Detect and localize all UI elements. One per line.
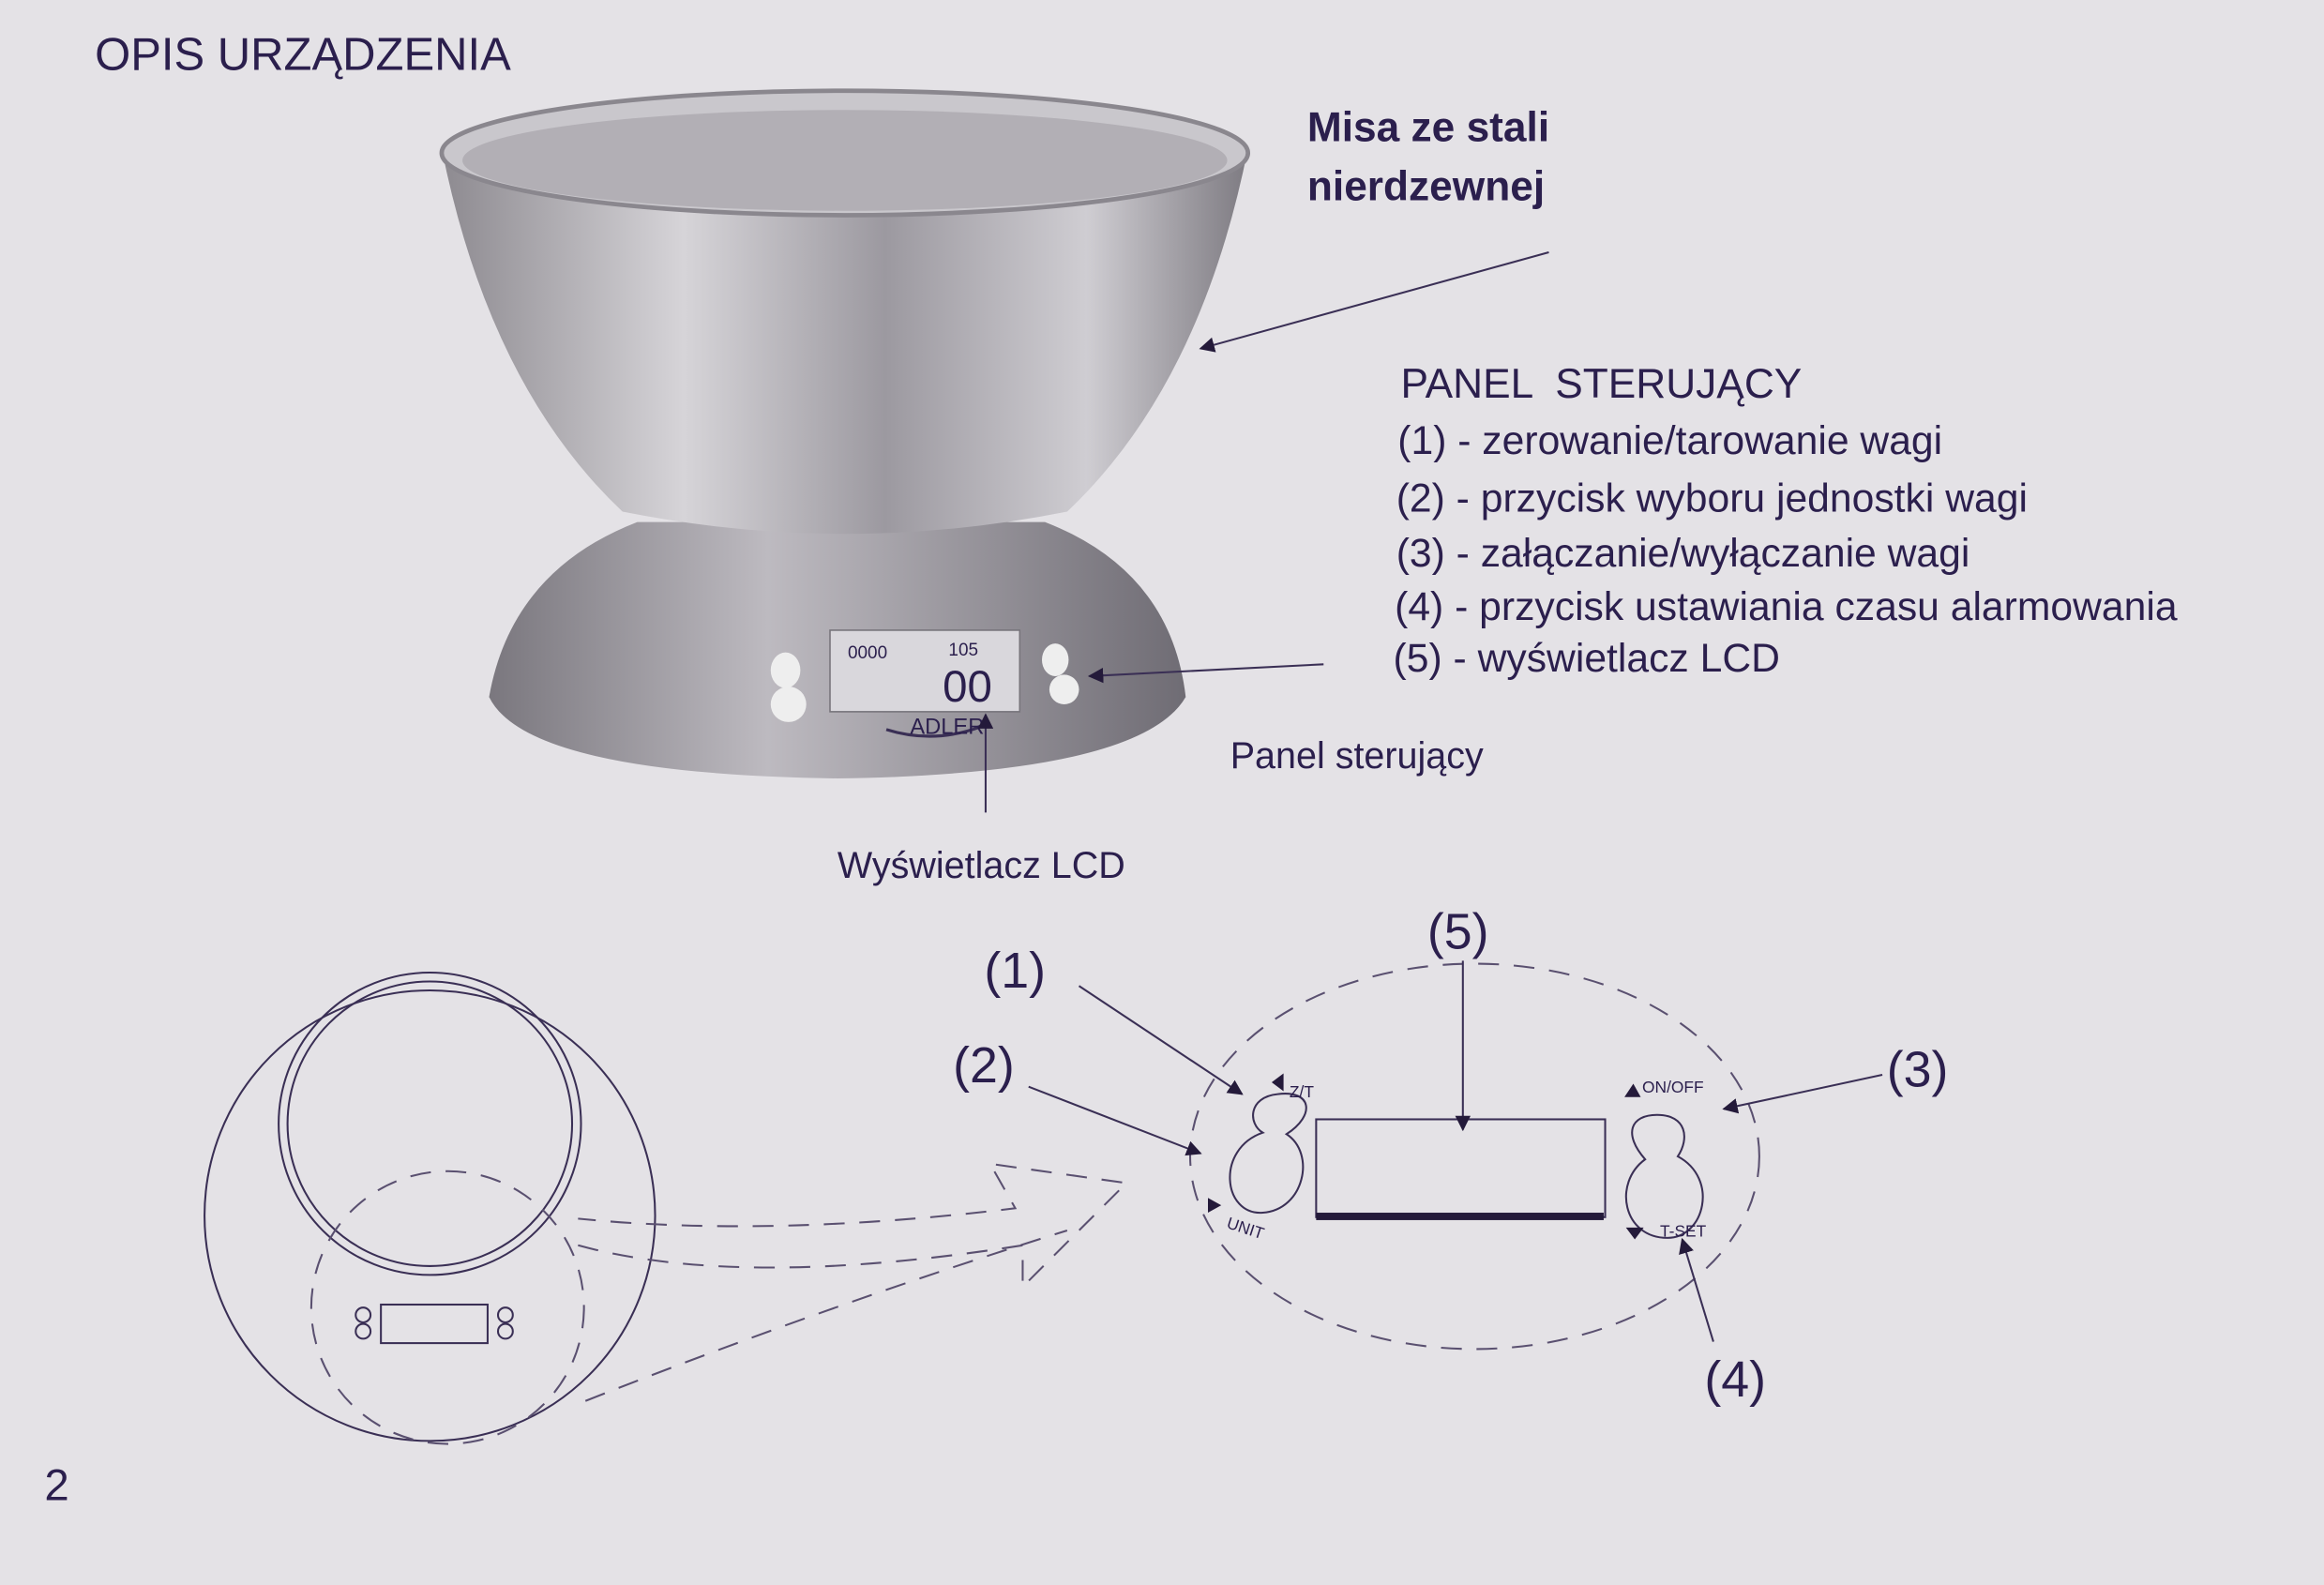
panel-heading: PANEL STERUJĄCY bbox=[1400, 361, 1802, 407]
scale-top-view bbox=[204, 971, 1129, 1445]
left-buttons-photo bbox=[770, 652, 807, 722]
right-buttons-photo bbox=[1041, 643, 1079, 704]
lcd-readout-main: 00 bbox=[943, 662, 992, 712]
page-title: OPIS URZĄDZENIA bbox=[95, 30, 511, 81]
panel-item-5: (5) - wyświetlacz LCD bbox=[1394, 636, 1780, 681]
page-number: 2 bbox=[44, 1461, 68, 1511]
scale-photo: 0000 105 00 ADLER bbox=[439, 88, 1251, 778]
lcd-screen-photo bbox=[829, 629, 1021, 713]
panel-item-3: (3) - załączanie/wyłączanie wagi bbox=[1396, 531, 1970, 576]
lcd-readout-top-right: 105 bbox=[948, 641, 978, 660]
callout-4: (4) bbox=[1704, 1351, 1766, 1408]
panel-item-2: (2) - przycisk wyboru jednostki wagi bbox=[1396, 476, 2028, 521]
callout-5: (5) bbox=[1427, 904, 1489, 960]
onoff-label: ON/OFF bbox=[1642, 1078, 1704, 1096]
onoff-tset-button[interactable] bbox=[1624, 1113, 1704, 1239]
zero-tare-button[interactable] bbox=[1229, 1093, 1307, 1215]
tset-label: T-SET bbox=[1660, 1221, 1707, 1240]
panel-photo-label: Panel sterujący bbox=[1230, 735, 1484, 777]
panel-item-4: (4) - przycisk ustawiania czasu alarmowa… bbox=[1395, 584, 2178, 629]
panel-item-1: (1) - zerowanie/tarowanie wagi bbox=[1397, 418, 1942, 463]
brand-logo: ADLER bbox=[910, 716, 984, 740]
bowl-arrow bbox=[1199, 250, 1549, 353]
lcd-photo-label: Wyświetlacz LCD bbox=[838, 845, 1125, 886]
panel-arrow bbox=[1087, 663, 1324, 684]
bowl-label-line2: nierdzewnej bbox=[1307, 164, 1545, 210]
control-panel-diagram: Z/T UNIT ON/OFF T-SET bbox=[1188, 962, 1760, 1351]
bowl-label-line1: Misa ze stali bbox=[1307, 104, 1549, 150]
lcd-readout-top-left: 0000 bbox=[848, 643, 887, 663]
callout-1: (1) bbox=[984, 943, 1046, 999]
callout-3: (3) bbox=[1887, 1042, 1949, 1098]
zt-label: Z/T bbox=[1290, 1082, 1314, 1101]
callout-2: (2) bbox=[953, 1037, 1015, 1094]
